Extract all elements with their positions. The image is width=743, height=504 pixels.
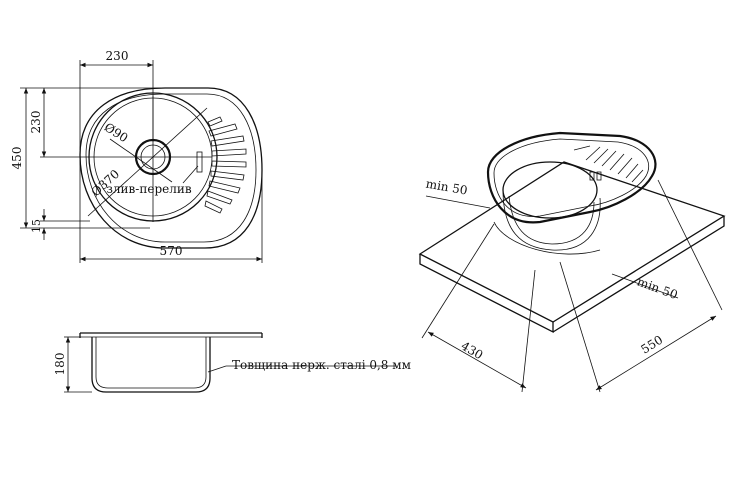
- top-view: 230 450 230 15 Ø90 Ø370 злив-перелив 570: [10, 49, 263, 263]
- countertop-side-face: [552, 216, 725, 333]
- dim-width-570: 570: [160, 244, 183, 258]
- bowl-section-inner: [95, 337, 207, 389]
- min-right-label: min 50: [635, 274, 679, 302]
- overflow-slot: [196, 151, 203, 173]
- dim-upper-230: 230: [29, 111, 43, 134]
- iso-sink-rim: [486, 131, 657, 224]
- min-left-label: min 50: [425, 177, 469, 198]
- iso-view: min 50 min 50 430 550: [418, 131, 726, 393]
- dim-iso-550: 550: [638, 333, 665, 357]
- drainboard-ribs: [204, 116, 247, 214]
- countertop-front-face: [419, 254, 554, 334]
- dim-height-450: 450: [10, 147, 24, 170]
- iso-drainboard-slots: [573, 145, 644, 183]
- dim-offset-15: 15: [30, 219, 43, 233]
- dim-drain-d90: Ø90: [102, 120, 131, 145]
- steel-thickness-note: Товщина нерж. сталі 0,8 мм: [232, 358, 411, 372]
- dim-depth-180: 180: [53, 353, 67, 376]
- overflow-label: злив-перелив: [106, 182, 191, 196]
- side-view: 180 Товщина нерж. сталі 0,8 мм: [53, 332, 411, 393]
- dim-top-230: 230: [106, 49, 129, 63]
- dim-iso-430: 430: [459, 339, 486, 363]
- bowl-section-outer: [91, 337, 211, 393]
- sink-outer-outline: [79, 87, 263, 249]
